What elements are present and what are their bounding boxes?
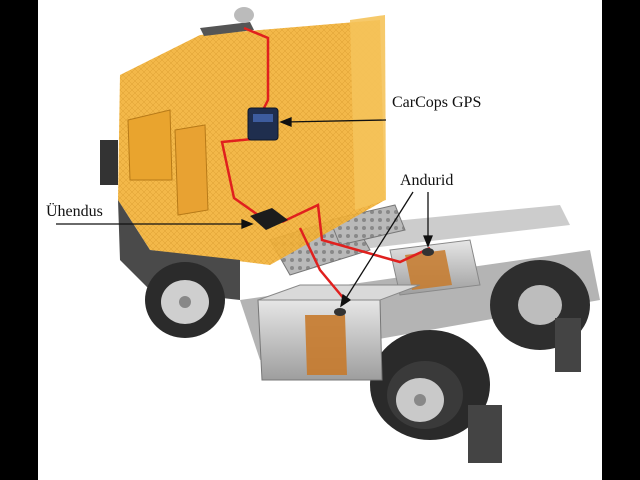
mudflap-front (468, 405, 502, 463)
label-sensors: Andurid (400, 172, 454, 189)
wiring (220, 26, 431, 301)
side-mirror (100, 140, 118, 185)
battery-grate-rear (329, 204, 406, 246)
fuel-tank-rear (389, 239, 481, 296)
letterbox-left (0, 0, 38, 480)
mudflap-rear (555, 318, 581, 372)
label-connection: Ühendus (46, 203, 103, 220)
label-carcops-gps: CarCops GPS (392, 94, 482, 111)
gps-device-icon (247, 107, 279, 141)
letterbox-right (602, 0, 640, 480)
fuel-sensor-icon (334, 308, 346, 316)
front-wheel (118, 200, 240, 338)
callout-lines (56, 117, 433, 308)
fuel-tank-front (257, 284, 421, 381)
fuel-sensor-icon (422, 248, 434, 256)
connection-box-icon (250, 208, 288, 230)
